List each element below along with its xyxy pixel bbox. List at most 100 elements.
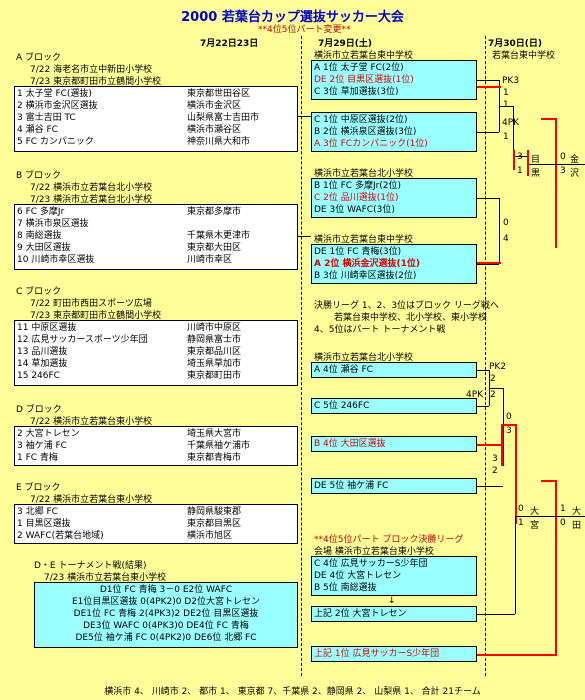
bracket-line xyxy=(513,106,514,156)
winner-line xyxy=(477,654,557,656)
league-note-3: 4、5位はパート トーナメント戦 xyxy=(314,325,446,335)
group3-box: B 1位 FC 多摩Jr(2位) C 2位 品川選抜(1位) DE 3位 WAF… xyxy=(311,178,477,218)
block-a-label: A ブロック xyxy=(16,53,62,63)
score: 2 xyxy=(490,374,496,384)
table-row: 12 広見サッカースポーツ少年団静岡県富士市 xyxy=(17,335,242,345)
score: 1 xyxy=(560,504,566,514)
block-c-venue-2: 7/23 東京都町田市立鶴間小学校 xyxy=(30,311,162,321)
group2-box: C 1位 中原区選抜(2位) B 2位 横浜泉区選抜(3位) A 3位 FCカン… xyxy=(311,112,477,152)
score: 黒 xyxy=(531,169,541,179)
table-row: 9 大田区選抜東京都大田区 xyxy=(17,243,242,253)
bracket-line xyxy=(477,198,499,199)
result-row: DE5位 袖ケ浦 FC 0(4PK2)0 DE6位 北郷 FC xyxy=(75,633,257,643)
bracket-line xyxy=(477,486,503,487)
block-a-venue-2: 7/23 東京都町田市立鶴間小学校 xyxy=(30,77,162,87)
bracket-line xyxy=(477,132,499,133)
page-title: 2000 若葉台カップ選抜サッカー大会 xyxy=(181,10,404,25)
part-block-venue: 会場 横浜市立若葉台東小学校 xyxy=(314,547,434,557)
group-row: A 1位 太子堂 FC(2位) xyxy=(314,63,404,73)
score: 2 xyxy=(490,390,496,400)
connector xyxy=(298,236,311,237)
group-row: B 3位 川崎幸区選抜(2位) xyxy=(314,271,417,281)
block-c-table: 11 中原区選抜川崎市中原区 12 広見サッカースポーツ少年団静岡県富士市 13… xyxy=(14,320,298,386)
group4-box: DE 1位 FC 青梅(3位) A 2位 横浜金沢選抜(1位) B 3位 川崎幸… xyxy=(311,244,477,284)
group-row: B 1位 FC 多摩Jr(2位) xyxy=(314,181,402,191)
bracket-line xyxy=(477,406,489,407)
bracket-line xyxy=(477,370,489,371)
block-b-venue-1: 7/22 横浜市立若葉台北小学校 xyxy=(30,183,153,193)
winner-line xyxy=(541,118,557,120)
part-venue: 横浜市立若葉台北小学校 xyxy=(314,353,414,363)
table-row: 14 草加選抜埼玉県草加市 xyxy=(17,359,242,369)
de-tournament-venue: 7/23 横浜市立若葉台東小学校 xyxy=(44,573,167,583)
winner-line xyxy=(503,424,517,426)
group-row: DE 4位 大宮トレセン xyxy=(314,571,402,581)
score: 沢 xyxy=(570,169,580,179)
day-separator xyxy=(485,36,486,676)
group-row: C 3位 草加選抜(3位) xyxy=(314,87,399,97)
winner-line xyxy=(515,424,517,524)
score: 1 xyxy=(503,88,509,98)
group1-venue: 横浜市立若葉台東中学校 xyxy=(314,51,414,61)
bracket-line xyxy=(489,388,503,389)
bracket-line xyxy=(477,264,499,265)
part-box-c5: C 5位 246FC xyxy=(311,398,477,414)
result-row: E1位目黒区選抜 0(4PK2)0 D2位大宮トレセン xyxy=(71,597,261,607)
de-results-box: D1位 FC 青梅 3－0 E2位 WAFC E1位目黒区選抜 0(4PK2)0… xyxy=(34,582,298,648)
score: 1 xyxy=(517,166,523,176)
group3-venue: 横浜市立若葉台北小学校 xyxy=(314,169,414,179)
group1-box: A 1位 太子堂 FC(2位) DE 2位 目黒区選抜(1位) C 3位 草加選… xyxy=(311,60,477,100)
score: 1 xyxy=(518,518,524,528)
table-row: 13 品川選抜東京都品川区 xyxy=(17,347,242,357)
block-a-venue-1: 7/22 海老名市立中新田小学校 xyxy=(30,65,153,75)
score: 目 xyxy=(531,155,541,165)
block-b-venue-2: 7/23 横浜市立若葉台北小学校 xyxy=(30,195,153,205)
score: 0 xyxy=(506,412,512,422)
table-row: 2 大宮トレセン埼玉県大宮市 xyxy=(17,429,242,439)
bracket-line xyxy=(555,164,585,165)
league-note-2: 若葉台東中学校、北小学校、東小学校 xyxy=(334,313,488,323)
winner-line xyxy=(477,444,503,446)
bracket-line xyxy=(499,198,500,264)
group-row: A 2位 横浜金沢選抜(1位) xyxy=(314,259,420,269)
score: PK2 xyxy=(489,362,507,372)
block-d-venue-1: 7/22 横浜市立若葉台東小学校 xyxy=(30,417,153,427)
group-row: A 3位 FCカンパニック(1位) xyxy=(314,139,428,149)
winner-line xyxy=(555,118,557,248)
score: 大 xyxy=(530,507,540,517)
bracket-line xyxy=(527,164,555,165)
table-row: 8 南総選抜千葉県木更津市 xyxy=(17,231,251,241)
table-row: 7 横浜市泉区選抜 xyxy=(17,219,89,229)
day-separator xyxy=(301,36,302,676)
score: 0 xyxy=(560,152,566,162)
group-row: C 2位 品川選抜(1位) xyxy=(314,193,399,203)
table-row: 2 横浜市金沢区選抜横浜市金沢区 xyxy=(17,101,242,111)
group-row: DE 3位 WAFC(3位) xyxy=(314,205,395,215)
result-row: DE3位 WAFC 0(4PK3)0 DE4位 FC 青梅 xyxy=(83,621,249,631)
table-row: 1 太子堂 FC(選抜)東京都世田谷区 xyxy=(17,89,251,99)
block-d-label: D ブロック xyxy=(16,405,62,415)
winner-line xyxy=(541,480,557,482)
bracket-line xyxy=(513,156,527,157)
block-b-label: B ブロック xyxy=(16,171,62,181)
bracket-line xyxy=(555,516,585,517)
score: 3 xyxy=(492,454,498,464)
bracket-line xyxy=(515,516,516,614)
winner-line xyxy=(513,150,515,170)
group-row: DE 1位 FC 青梅(3位) xyxy=(314,247,402,257)
table-row: 2 WAFC(若葉台地域)横浜市旭区 xyxy=(17,531,233,541)
connector xyxy=(298,116,311,117)
block-e-venue-1: 7/22 横浜市立若葉台東小学校 xyxy=(30,495,153,505)
block-e-label: E ブロック xyxy=(16,483,61,493)
block-c-venue-1: 7/22 町田市西田スポーツ広場 xyxy=(30,299,152,309)
upper-2nd-box: 上記 2位 大宮トレセン xyxy=(311,606,477,622)
winner-line xyxy=(527,150,529,176)
table-row: 11 中原区選抜川崎市中原区 xyxy=(17,323,242,333)
part-box-b4: B 4位 大田区選抜 xyxy=(311,436,477,452)
